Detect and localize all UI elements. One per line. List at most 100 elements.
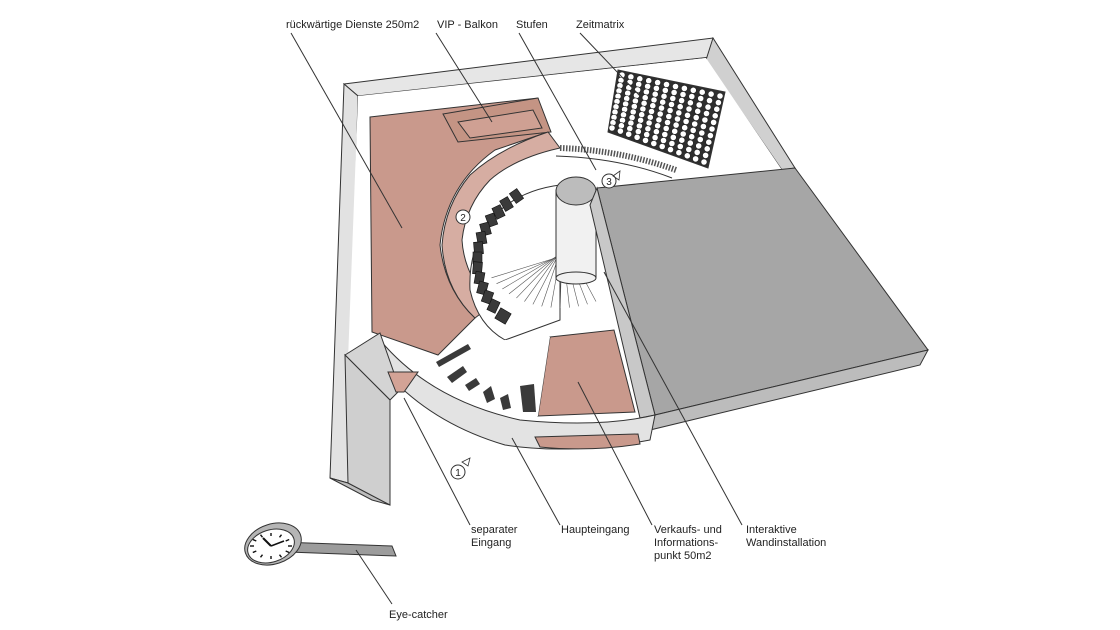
zeitmatrix-dot bbox=[642, 136, 649, 144]
zeitmatrix-dot bbox=[653, 85, 660, 92]
zeitmatrix bbox=[607, 69, 726, 169]
zeitmatrix-dot bbox=[695, 142, 703, 150]
zeitmatrix-dot bbox=[678, 97, 685, 104]
zeitmatrix-dot bbox=[627, 119, 635, 127]
zeitmatrix-dot bbox=[672, 83, 679, 90]
zeitmatrix-dot bbox=[656, 110, 664, 118]
zeitmatrix-dot bbox=[664, 119, 671, 126]
zeitmatrix-dot bbox=[658, 104, 665, 112]
zeitmatrix-dot bbox=[671, 127, 679, 135]
counter-3 bbox=[465, 378, 480, 391]
arena bbox=[469, 184, 597, 341]
clock-tick bbox=[252, 550, 257, 554]
zeitmatrix-dot bbox=[661, 131, 669, 138]
zeitmatrix-dot bbox=[687, 99, 694, 107]
zeitmatrix-dot bbox=[707, 132, 714, 139]
leader-haupteingang bbox=[511, 437, 561, 526]
zeitmatrix-dot bbox=[635, 81, 643, 88]
marker-3: 3 bbox=[601, 170, 621, 189]
counter-2 bbox=[447, 366, 467, 383]
zeitmatrix-dot bbox=[620, 111, 627, 119]
roof-block bbox=[589, 167, 929, 431]
vip-balkon-inner bbox=[457, 109, 543, 139]
zeitmatrix-dot bbox=[651, 90, 659, 98]
zeitmatrix-dot bbox=[681, 85, 688, 92]
zeitmatrix-dot bbox=[646, 113, 654, 121]
zeitmatrix-dot bbox=[625, 84, 633, 92]
counter-6 bbox=[520, 384, 536, 412]
zeitmatrix-dot bbox=[711, 112, 719, 120]
leader-verkauf bbox=[577, 381, 653, 526]
zeitmatrix-dot bbox=[716, 92, 724, 100]
zeitmatrix-dot bbox=[700, 158, 708, 166]
zeitmatrix-dot bbox=[654, 122, 661, 130]
zeitmatrix-dot bbox=[696, 136, 704, 143]
zeitmatrix-dot bbox=[688, 93, 696, 100]
ring-band bbox=[441, 131, 561, 319]
zeitmatrix-dot bbox=[703, 145, 711, 153]
zeitmatrix-dot bbox=[644, 125, 652, 133]
zeitmatrix-dot bbox=[713, 105, 721, 113]
zeitmatrix-dot bbox=[661, 87, 669, 94]
zeitmatrix-dot bbox=[660, 137, 667, 144]
zeitmatrix-dot bbox=[648, 108, 655, 115]
seat bbox=[508, 188, 525, 204]
zeitmatrix-dot bbox=[640, 99, 648, 107]
zeitmatrix-dot bbox=[654, 79, 661, 86]
clock-tick bbox=[259, 534, 264, 538]
leader-rueckwaertige bbox=[290, 32, 403, 229]
label-vip-balkon: VIP - Balkon bbox=[437, 19, 498, 31]
zeitmatrix-dot bbox=[660, 92, 668, 100]
zeitmatrix-dot bbox=[689, 126, 697, 134]
zeitmatrix-dot bbox=[679, 130, 687, 138]
zeitmatrix-dot bbox=[630, 103, 638, 110]
zeitmatrix-dot bbox=[707, 90, 715, 98]
separater-eingang-side bbox=[344, 353, 391, 506]
zeitmatrix-dot bbox=[685, 105, 693, 113]
zeitmatrix-dot bbox=[670, 89, 678, 96]
zeitmatrix-dot bbox=[692, 114, 700, 121]
haupteingang-band bbox=[534, 433, 641, 450]
zeitmatrix-dot bbox=[633, 133, 641, 141]
counter-5 bbox=[500, 394, 511, 410]
zeitmatrix-dot bbox=[628, 114, 636, 121]
seat bbox=[473, 270, 486, 286]
seating-row bbox=[472, 188, 525, 325]
clock-tick bbox=[252, 538, 257, 542]
zeitmatrix-dot bbox=[626, 125, 634, 133]
leader-vip bbox=[435, 32, 493, 123]
zeitmatrix-dot bbox=[632, 97, 639, 105]
seat bbox=[491, 204, 506, 220]
label-zeitmatrix: Zeitmatrix bbox=[576, 19, 625, 31]
separater-eingang-salmon bbox=[387, 371, 419, 393]
zeitmatrix-dot bbox=[629, 108, 637, 116]
seat bbox=[494, 307, 512, 325]
zeitmatrix-dot bbox=[675, 109, 683, 117]
zeitmatrix-dot bbox=[638, 111, 646, 119]
zeitmatrix-dot bbox=[608, 124, 616, 132]
zeitmatrix-dot bbox=[679, 91, 687, 98]
zeitmatrix-dot bbox=[672, 121, 680, 129]
zeitmatrix-dot bbox=[695, 101, 703, 109]
seat bbox=[499, 196, 514, 212]
zeitmatrix-dot bbox=[625, 130, 633, 138]
zeitmatrix-dot bbox=[683, 152, 691, 160]
zeitmatrix-dot bbox=[688, 133, 696, 141]
zeitmatrix-dot bbox=[634, 128, 642, 135]
zeitmatrix-dot bbox=[623, 95, 631, 102]
zeitmatrix-dot bbox=[693, 148, 701, 156]
zeitmatrix-dot bbox=[645, 77, 653, 85]
zeitmatrix-dot bbox=[706, 97, 713, 104]
zeitmatrix-dot bbox=[689, 86, 697, 94]
zeitmatrix-dot bbox=[702, 151, 709, 159]
zeitmatrix-dot bbox=[694, 107, 702, 115]
zeitmatrix-dot bbox=[636, 75, 644, 83]
zeitmatrix-dot bbox=[675, 149, 683, 157]
label-verkauf-line1: Verkaufs- und bbox=[654, 524, 722, 536]
zeitmatrix-dot bbox=[643, 88, 650, 96]
counter-4 bbox=[483, 386, 495, 403]
stufen bbox=[555, 145, 678, 179]
zeitmatrix-dot bbox=[658, 143, 666, 150]
zeitmatrix-dot bbox=[651, 134, 659, 141]
